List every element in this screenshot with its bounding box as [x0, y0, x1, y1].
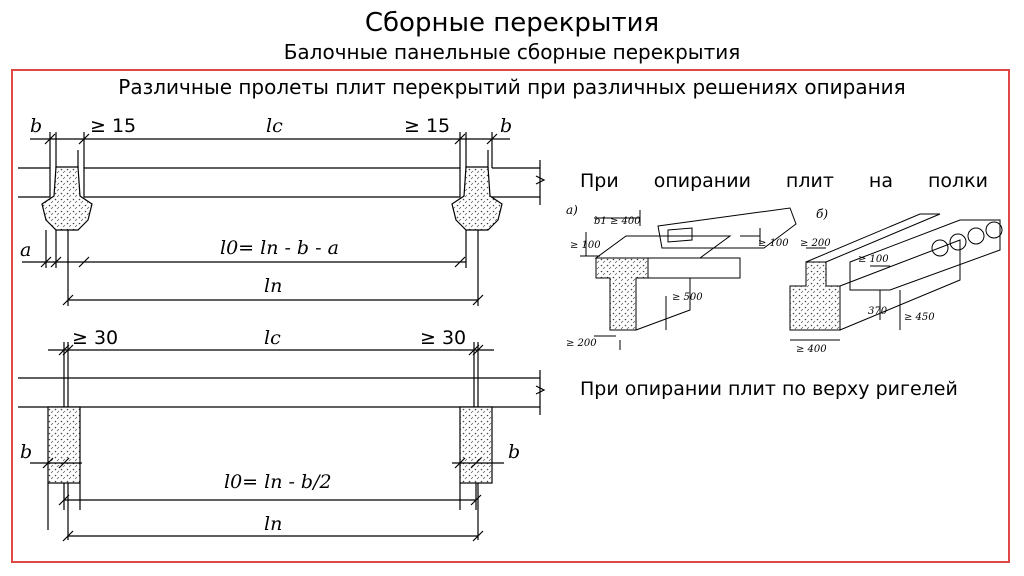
top-diagram: [18, 132, 546, 306]
content-frame: [11, 69, 1010, 563]
slide-title: Сборные перекрытия: [364, 8, 660, 38]
figure-a-dim-2: ≥ 100: [758, 238, 789, 249]
figure-b-sketch: [789, 213, 1003, 341]
figure-a-dim-1: ≥ 100: [570, 240, 601, 251]
top-slab-left-stub: [18, 167, 51, 198]
figure-a-sketch: [580, 207, 797, 350]
bottom-diagram: [18, 342, 546, 542]
bottom-b-right: b: [508, 441, 520, 463]
bottom-l0-formula: l0= ln - b/2: [224, 471, 332, 493]
break-mark: [535, 160, 546, 205]
top-ln: ln: [264, 275, 282, 297]
figure-b-dim-4: ≥ 400: [796, 344, 827, 355]
break-mark-2: [535, 370, 546, 415]
bottom-ln: ln: [264, 513, 282, 535]
slide-subtitle: Балочные панельные сборные перекрытия: [283, 40, 741, 64]
bottom-ge30-left: ≥ 30: [72, 327, 118, 349]
figure-a-labels: а) b1 ≥ 400 ≥ 100 ≥ 100 ≥ 500 ≥ 200: [566, 203, 789, 349]
figure-b-dim-0: ≥ 200: [800, 238, 831, 249]
figure-b-dim-2: 370: [868, 306, 888, 317]
section-heading: Различные пролеты плит перекрытий при ра…: [118, 75, 906, 99]
top-ge15-right: ≥ 15: [404, 115, 450, 137]
note-top: При опирании плит по верху ригелей: [580, 378, 958, 400]
figure-b-dim-1: ≥ 100: [858, 254, 889, 265]
top-support-right: [451, 166, 503, 231]
figure-a-dim-4: ≥ 200: [566, 338, 597, 349]
top-diagram-labels: b ≥ 15 lc ≥ 15 b a l0= ln - b - a ln: [20, 115, 512, 297]
top-lc: lc: [266, 115, 283, 137]
bottom-b-left: b: [20, 441, 32, 463]
bottom-support-right: [459, 406, 493, 484]
figure-b-dim-3: ≥ 450: [904, 312, 935, 323]
figure-a-label: а): [566, 203, 578, 217]
top-slab-right-stub: [492, 167, 540, 198]
top-a: a: [20, 239, 31, 261]
figure-b-labels: б) ≥ 200 ≥ 100 370 ≥ 450 ≥ 400: [796, 207, 935, 355]
top-support-left: [41, 166, 93, 231]
bottom-diagram-labels: ≥ 30 lc ≥ 30 b b l0= ln - b/2 ln: [20, 327, 520, 535]
top-l0-formula: l0= ln - b - a: [220, 237, 339, 259]
figure-a-dim-3: ≥ 500: [672, 292, 703, 303]
figure-b-label: б): [816, 207, 828, 221]
figure-a-dim-0: b1 ≥ 400: [594, 216, 641, 227]
top-ge15-left: ≥ 15: [90, 115, 136, 137]
bottom-ge30-right: ≥ 30: [420, 327, 466, 349]
top-slab: [83, 167, 461, 198]
bottom-lc: lc: [264, 327, 281, 349]
bottom-support-left: [47, 406, 81, 484]
note-shelves: При опирании плит на полки: [580, 170, 988, 192]
top-b-right: b: [500, 115, 512, 137]
bottom-slab: [18, 377, 540, 408]
top-b-left: b: [30, 115, 42, 137]
